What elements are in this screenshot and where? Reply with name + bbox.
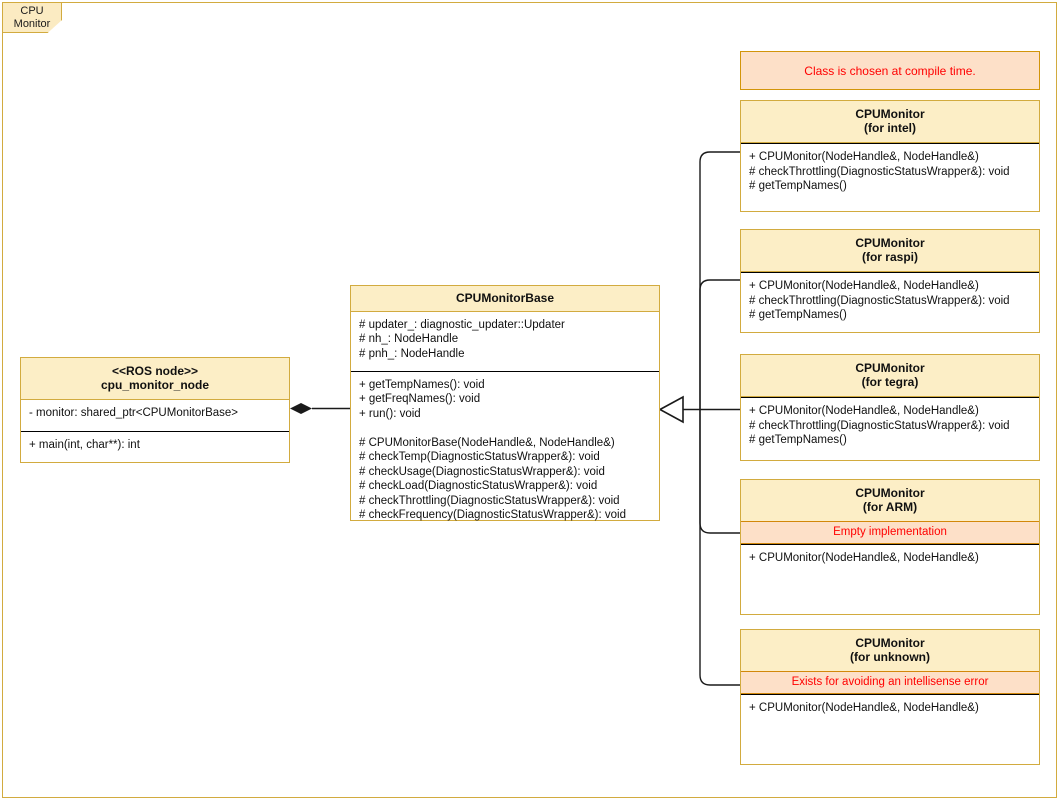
class-cpumonitorbase-operations: + getTempNames(): void + getFreqNames():… xyxy=(351,371,659,521)
frame-tab-line1: CPU xyxy=(20,5,44,18)
class-cpumonitor-tegra-header: CPUMonitor (for tegra) xyxy=(741,355,1039,398)
class-cpumonitor-unknown-name: CPUMonitor xyxy=(855,636,925,650)
class-cpumonitor-unknown-operations: + CPUMonitor(NodeHandle&, NodeHandle&) xyxy=(741,694,1039,764)
class-cpumonitor-intel-header: CPUMonitor (for intel) xyxy=(741,101,1039,144)
class-cpumonitor-unknown[interactable]: CPUMonitor (for unknown) Exists for avoi… xyxy=(740,629,1040,766)
class-cpumonitor-intel-variant: (for intel) xyxy=(864,121,916,136)
class-cpumonitor-arm-note: Empty implementation xyxy=(741,521,1039,545)
class-cpu-monitor-node-stereotype: <<ROS node>> xyxy=(111,364,199,378)
class-cpumonitor-arm-header: CPUMonitor (for ARM) xyxy=(741,480,1039,522)
class-cpumonitor-arm[interactable]: CPUMonitor (for ARM) Empty implementatio… xyxy=(740,479,1040,616)
frame-tab-cpu-monitor: CPU Monitor xyxy=(2,2,62,33)
class-cpumonitorbase[interactable]: CPUMonitorBase # updater_: diagnostic_up… xyxy=(350,285,660,521)
class-cpumonitor-unknown-variant: (for unknown) xyxy=(850,650,930,665)
class-cpumonitor-unknown-header: CPUMonitor (for unknown) xyxy=(741,630,1039,672)
class-cpumonitor-intel-operations: + CPUMonitor(NodeHandle&, NodeHandle&) #… xyxy=(741,143,1039,211)
class-cpumonitor-intel-name: CPUMonitor xyxy=(855,107,925,121)
class-cpumonitor-unknown-note: Exists for avoiding an intellisense erro… xyxy=(741,671,1039,695)
class-cpu-monitor-node-name: cpu_monitor_node xyxy=(100,378,209,393)
composition-diamond-icon xyxy=(290,403,312,414)
note-compile-time-text: Class is chosen at compile time. xyxy=(804,63,976,78)
class-cpu-monitor-node[interactable]: <<ROS node>> cpu_monitor_node - monitor:… xyxy=(20,357,290,464)
class-cpumonitor-tegra[interactable]: CPUMonitor (for tegra) + CPUMonitor(Node… xyxy=(740,354,1040,462)
class-cpumonitor-raspi[interactable]: CPUMonitor (for raspi) + CPUMonitor(Node… xyxy=(740,229,1040,334)
class-cpumonitorbase-header: CPUMonitorBase xyxy=(351,286,659,312)
class-cpumonitor-arm-name: CPUMonitor xyxy=(855,486,925,500)
class-cpumonitor-arm-operations: + CPUMonitor(NodeHandle&, NodeHandle&) xyxy=(741,544,1039,614)
class-cpumonitor-raspi-variant: (for raspi) xyxy=(861,250,918,265)
class-cpu-monitor-node-header: <<ROS node>> cpu_monitor_node xyxy=(21,358,289,401)
frame-tab-line2: Monitor xyxy=(13,17,51,30)
class-cpumonitor-raspi-operations: + CPUMonitor(NodeHandle&, NodeHandle&) #… xyxy=(741,272,1039,332)
class-cpumonitor-tegra-variant: (for tegra) xyxy=(861,375,919,390)
class-cpu-monitor-node-operations: + main(int, char**): int xyxy=(21,431,289,462)
class-cpumonitor-intel[interactable]: CPUMonitor (for intel) + CPUMonitor(Node… xyxy=(740,100,1040,213)
class-cpumonitorbase-attributes: # updater_: diagnostic_updater::Updater … xyxy=(359,319,565,360)
class-cpu-monitor-node-attributes: - monitor: shared_ptr<CPUMonitorBase> xyxy=(29,407,239,420)
class-cpumonitor-tegra-name: CPUMonitor xyxy=(855,361,925,375)
note-compile-time: Class is chosen at compile time. xyxy=(740,51,1040,90)
class-cpumonitor-arm-variant: (for ARM) xyxy=(862,500,918,515)
class-cpumonitor-raspi-name: CPUMonitor xyxy=(855,236,925,250)
class-cpumonitorbase-name: CPUMonitorBase xyxy=(455,291,554,305)
class-cpumonitor-tegra-operations: + CPUMonitor(NodeHandle&, NodeHandle&) #… xyxy=(741,397,1039,460)
class-cpumonitor-raspi-header: CPUMonitor (for raspi) xyxy=(741,230,1039,273)
